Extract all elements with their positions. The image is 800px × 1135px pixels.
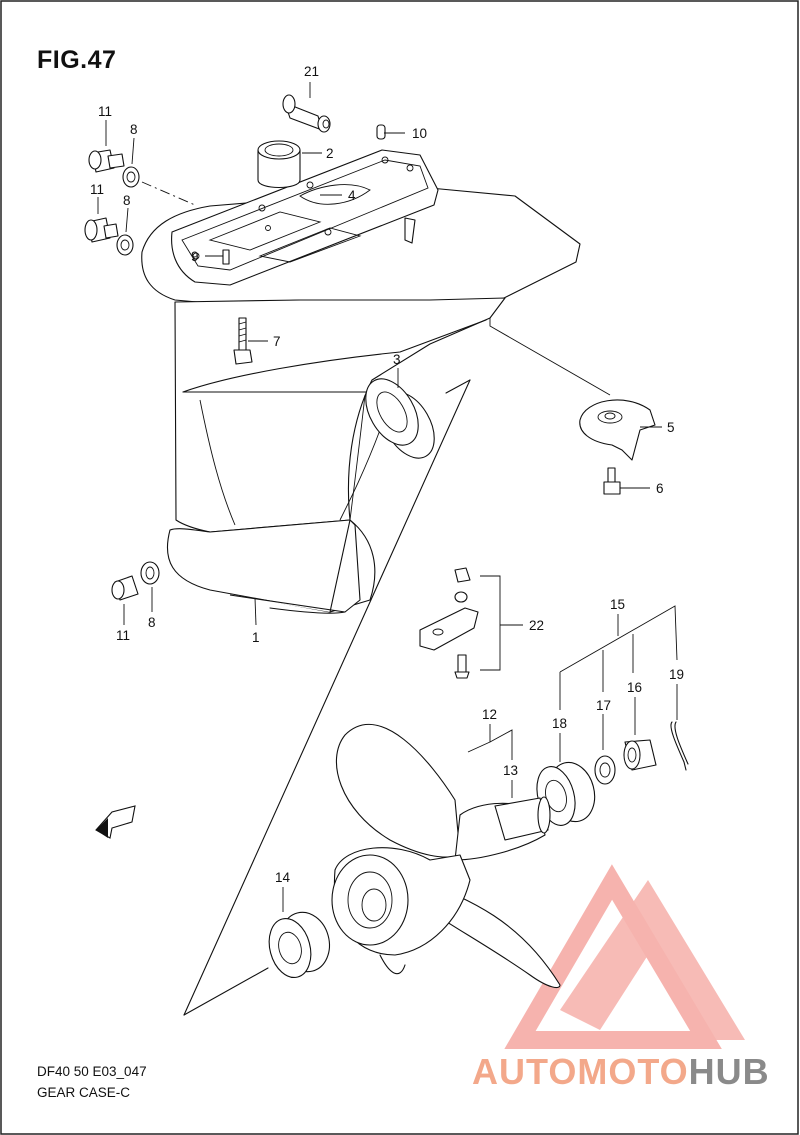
- part-21: [282, 94, 331, 133]
- callout-6: 6: [656, 481, 664, 496]
- callout-2: 2: [326, 146, 334, 161]
- leader-lines: [97, 82, 678, 912]
- part-2-bushing: [257, 140, 301, 189]
- callout-7: 7: [273, 334, 281, 349]
- callout-14: 14: [275, 870, 291, 885]
- callout-1: 1: [252, 630, 260, 645]
- part-14-spacer: [268, 911, 330, 978]
- callout-labels: 21 2 10 4 11 8 11 8 9 7 3 5 6 11 8 1 22 …: [90, 64, 684, 885]
- figure-code: DF40 50 E03_047: [37, 1064, 147, 1079]
- part-8-washer-upper: [122, 166, 140, 188]
- callout-5: 5: [667, 420, 675, 435]
- propeller-part: [331, 723, 561, 989]
- part-3-seal: [365, 378, 435, 459]
- callout-8-upper: 8: [130, 122, 138, 137]
- part-8-washer-lower: [140, 561, 160, 585]
- callout-8-lower: 8: [148, 615, 156, 630]
- part-5-anode: [579, 399, 656, 461]
- callout-4: 4: [348, 188, 356, 203]
- part-8-washer-middle: [116, 234, 134, 256]
- figure-title: FIG.47: [37, 46, 117, 74]
- part-11-plug-lower: [111, 575, 139, 601]
- callout-21: 21: [304, 64, 319, 79]
- callout-3: 3: [393, 352, 401, 367]
- part-7-bolt: [233, 317, 253, 365]
- shaft-axis-lines: [183, 379, 471, 1016]
- callout-9: 9: [191, 249, 199, 264]
- callout-11-middle: 11: [90, 182, 104, 197]
- part-19-cotter-pin: [670, 721, 689, 771]
- part-11-plug-middle: [84, 217, 119, 243]
- watermark-text: AUTOMOTOHUB: [472, 1051, 770, 1093]
- callout-13: 13: [503, 763, 518, 778]
- part-17-washer: [594, 755, 616, 785]
- callout-12: 12: [482, 707, 497, 722]
- callout-19: 19: [669, 667, 684, 682]
- callout-22: 22: [529, 618, 544, 633]
- callout-18: 18: [552, 716, 567, 731]
- part-22-group: [419, 567, 479, 679]
- callout-11-lower: 11: [116, 628, 130, 643]
- callout-15: 15: [610, 597, 625, 612]
- part-16-nut: [623, 739, 657, 771]
- gear-case-part: [141, 149, 581, 614]
- watermark-text-a: AUTOMOTO: [472, 1051, 689, 1092]
- part-6-bolt: [603, 467, 621, 495]
- part-10-pin: [376, 124, 386, 140]
- watermark-text-b: HUB: [688, 1051, 770, 1092]
- callout-17: 17: [596, 698, 611, 713]
- callout-8-middle: 8: [123, 193, 131, 208]
- part-18-spacer: [536, 761, 596, 826]
- callout-10: 10: [412, 126, 427, 141]
- watermark-logo-icon: [504, 864, 745, 1049]
- part-11-plug-upper: [88, 149, 125, 173]
- figure-name: GEAR CASE-C: [37, 1085, 131, 1100]
- callout-16: 16: [627, 680, 642, 695]
- fwd-arrow-icon: FWD: [95, 805, 136, 839]
- callout-11-upper: 11: [98, 104, 112, 119]
